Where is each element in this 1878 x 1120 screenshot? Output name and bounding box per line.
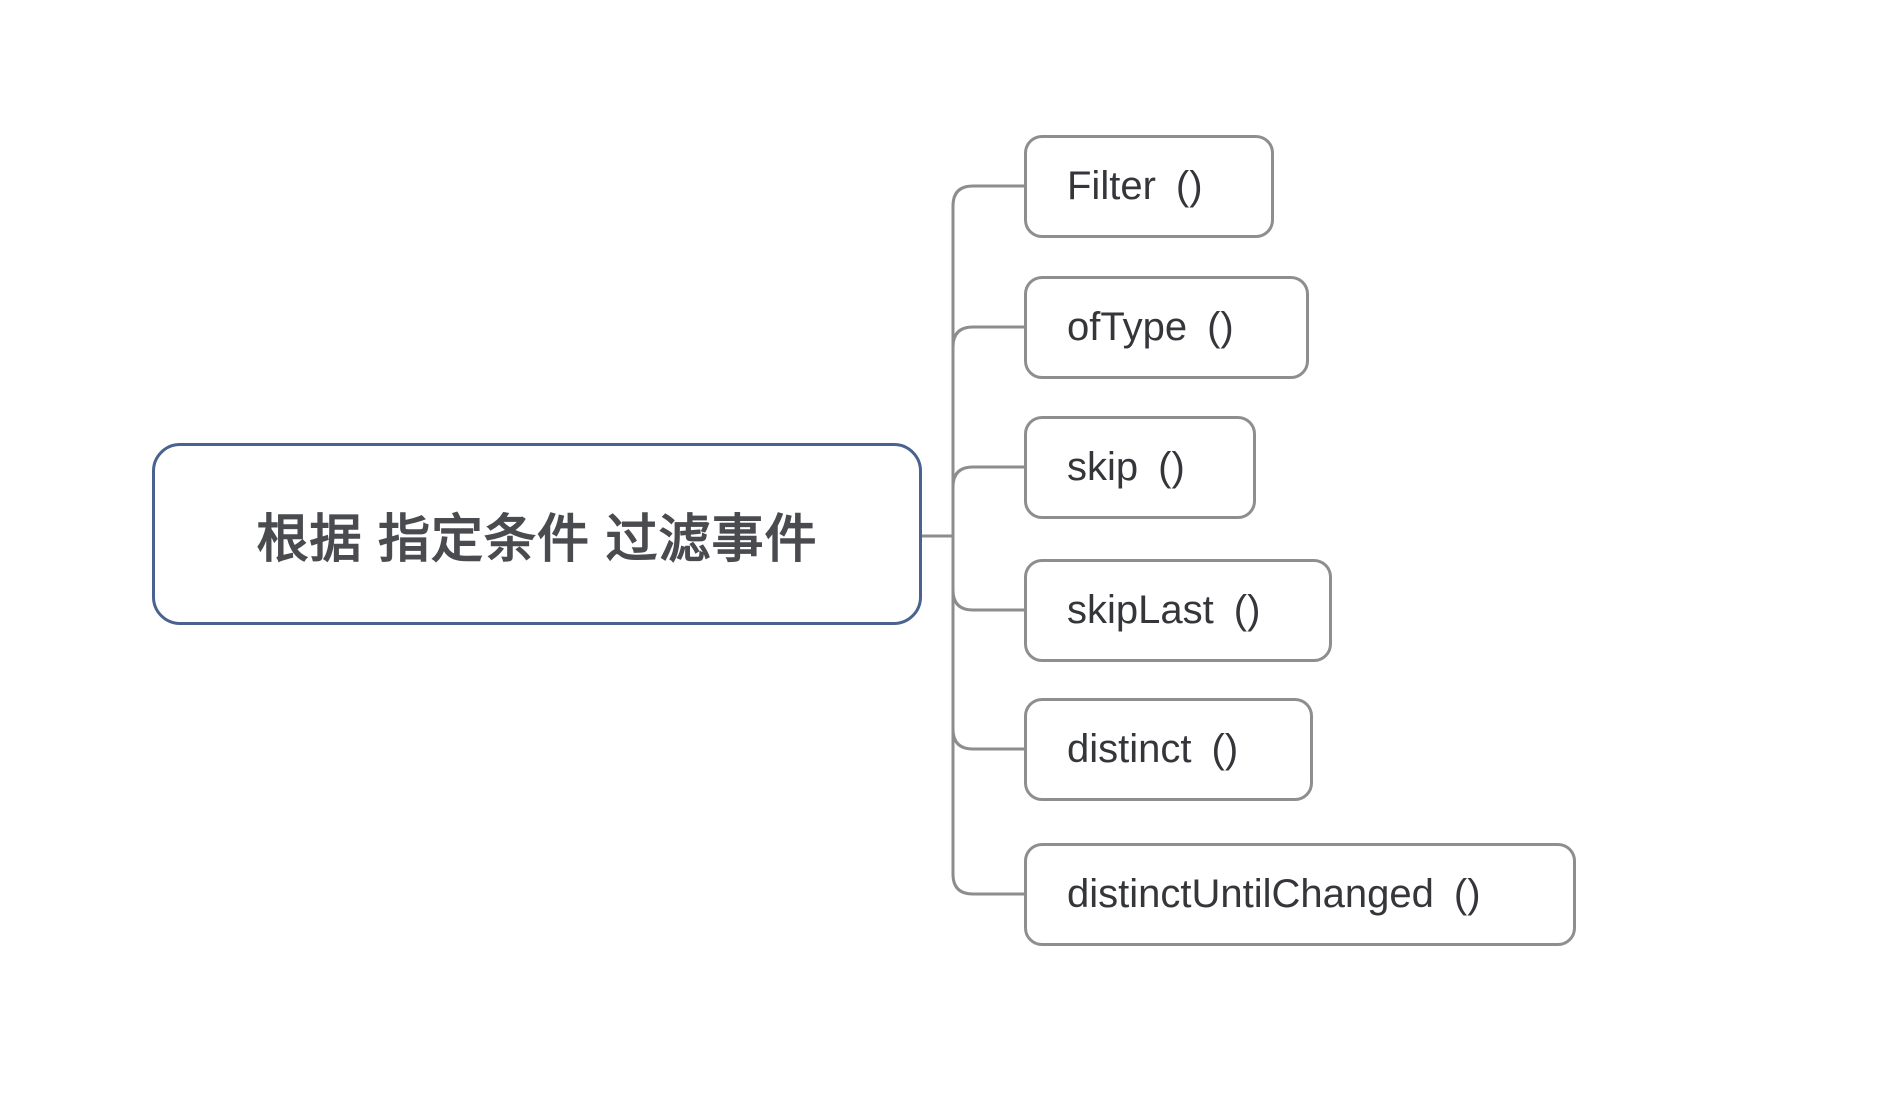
topic-label: Filter	[1067, 163, 1156, 208]
topic-args: ()	[1158, 444, 1185, 489]
topic-distinctuntilchanged[interactable]: distinctUntilChanged ()	[1024, 842, 1576, 946]
topic-args: ()	[1211, 726, 1239, 771]
root-topic-label: 根据 指定条件 过滤事件	[256, 510, 818, 569]
topic-label: skip	[1067, 444, 1139, 489]
topic-args: ()	[1453, 871, 1481, 916]
topic-filter[interactable]: Filter ()	[1024, 134, 1274, 238]
topic-label: skipLast	[1067, 587, 1214, 632]
topic-label: ofType	[1067, 304, 1188, 349]
topic-args: ()	[1233, 587, 1261, 632]
topic-skiplast[interactable]: skipLast ()	[1024, 558, 1332, 662]
topic-args: ()	[1207, 304, 1234, 349]
topic-label: distinct	[1067, 726, 1192, 771]
topic-args: ()	[1175, 163, 1203, 208]
topic-distinct[interactable]: distinct ()	[1024, 697, 1313, 801]
root-topic[interactable]: 根据 指定条件 过滤事件	[152, 443, 922, 625]
topic-skip[interactable]: skip ()	[1024, 415, 1256, 519]
topic-oftype[interactable]: ofType ()	[1024, 275, 1309, 379]
topic-label: distinctUntilChanged	[1067, 871, 1434, 916]
